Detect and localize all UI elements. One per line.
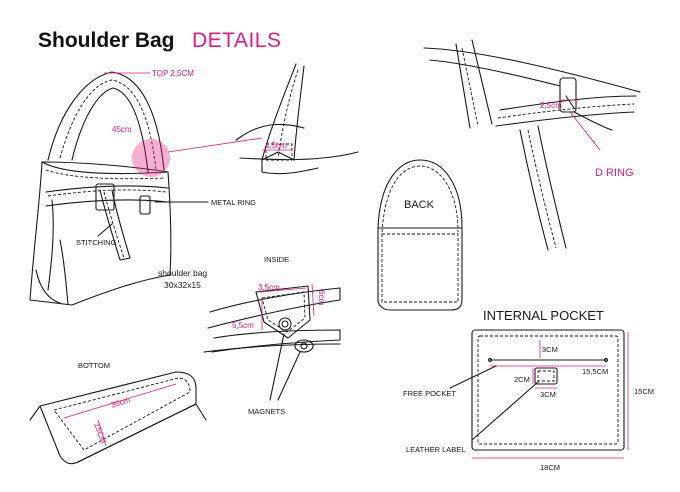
label-bag-size: 30x32x15: [164, 280, 201, 290]
page-title-accent: DETAILS: [192, 29, 282, 52]
label-pocket-3cm-top: 3CM: [542, 345, 558, 354]
inside-magnet-tab-detail: [203, 283, 341, 401]
label-metal-ring: METAL RING: [211, 198, 256, 207]
label-tab-side: 6cm: [317, 290, 326, 305]
label-strap-width: 4,5cm: [265, 141, 287, 150]
label-tab-left: 5,5cm: [232, 321, 254, 330]
label-bag-name: shoulder bag: [158, 268, 207, 278]
label-pocket-height: 15CM: [634, 387, 654, 396]
label-d-ring-width: 2,5cm: [540, 101, 562, 110]
strap-detail-highlight: [132, 139, 170, 177]
label-back: BACK: [404, 199, 435, 211]
label-inside: INSIDE: [264, 255, 289, 264]
label-stitching: STITCHING: [76, 238, 117, 247]
bottom-view-illustration: [29, 371, 207, 465]
bag-main-illustration: [29, 71, 172, 306]
label-strap-length: 45cm: [112, 125, 132, 134]
label-bottom-length: 30cm: [110, 395, 132, 410]
label-tab-top: 3,5cm: [258, 283, 280, 292]
label-magnets: MAGNETS: [248, 407, 285, 416]
label-pocket-3cm-bottom: 3CM: [540, 390, 556, 399]
label-internal-pocket: INTERNAL POCKET: [483, 308, 604, 323]
internal-pocket-diagram: [449, 329, 629, 459]
label-bottom-width: 15CM: [92, 422, 108, 445]
page-title: Shoulder Bag: [38, 29, 175, 52]
label-top-width: TOP 2,5CM: [152, 69, 194, 78]
label-leather-label: LEATHER LABEL: [406, 445, 465, 454]
d-ring-detail: [423, 39, 641, 251]
label-d-ring: D RING: [595, 167, 634, 179]
label-pocket-2cm: 2CM: [514, 375, 530, 384]
label-pocket-15-5: 15,5CM: [582, 367, 608, 376]
strap-attachment-detail: [235, 63, 359, 175]
label-free-pocket: FREE POCKET: [403, 389, 456, 398]
label-pocket-width: 18CM: [540, 463, 560, 472]
back-view-illustration: [377, 159, 463, 311]
label-bottom: BOTTOM: [78, 361, 110, 370]
